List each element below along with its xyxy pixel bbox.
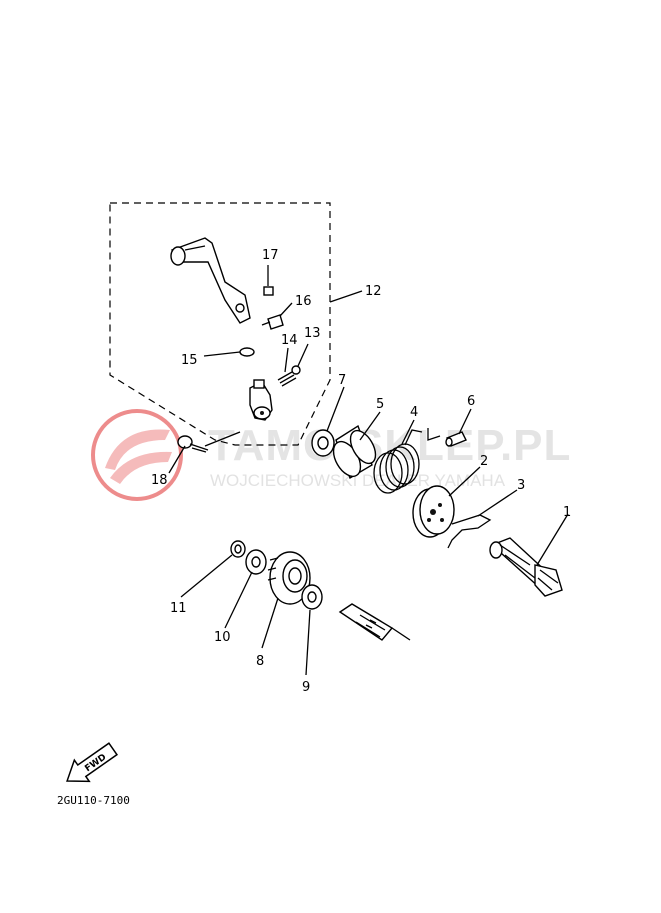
kick-lever bbox=[170, 237, 251, 324]
part-2-ratchet bbox=[412, 485, 455, 538]
part-15-clip bbox=[239, 347, 255, 357]
kick-boss bbox=[249, 379, 273, 421]
part-number-17: 17 bbox=[262, 248, 279, 263]
part-10-washer bbox=[245, 549, 267, 575]
part-13-ball bbox=[291, 365, 301, 375]
part-number-10: 10 bbox=[214, 630, 231, 645]
diagram-code: 2GU110-7100 bbox=[57, 794, 130, 807]
part-numbers: 1 2 3 4 5 6 7 8 9 10 11 12 13 14 15 16 1… bbox=[151, 248, 571, 695]
part-number-6: 6 bbox=[467, 394, 475, 409]
part-number-7: 7 bbox=[338, 373, 346, 388]
part-number-14: 14 bbox=[281, 333, 298, 348]
part-number-4: 4 bbox=[410, 405, 418, 420]
watermark-subtitle: WOJCIECHOWSKI DEALER YAMAHA bbox=[210, 471, 506, 490]
part-11-circlip bbox=[230, 540, 246, 558]
part-8-idle-gear bbox=[267, 551, 311, 605]
part-3-clip bbox=[447, 514, 492, 549]
part-6-pin bbox=[445, 431, 467, 447]
leader-lines bbox=[168, 265, 569, 676]
part-14-spring bbox=[277, 371, 297, 387]
part-number-13: 13 bbox=[304, 326, 321, 341]
part-18-bolt bbox=[177, 435, 209, 453]
assembly-boundary bbox=[109, 202, 331, 446]
part-number-9: 9 bbox=[302, 680, 310, 695]
part-number-18: 18 bbox=[151, 473, 168, 488]
part-number-11: 11 bbox=[170, 601, 187, 616]
shaft-reference bbox=[338, 603, 411, 641]
part-16-bolt bbox=[261, 314, 284, 330]
part-number-16: 16 bbox=[295, 294, 312, 309]
part-number-5: 5 bbox=[376, 397, 384, 412]
part-number-2: 2 bbox=[480, 454, 488, 469]
part-9-washer bbox=[301, 584, 323, 610]
part-1-kick-axle bbox=[489, 537, 563, 597]
watermark-title: TAMO-SKLEP.PL bbox=[208, 421, 571, 470]
part-number-12: 12 bbox=[365, 284, 382, 299]
part-7-washer bbox=[311, 429, 335, 457]
part-4-spring bbox=[373, 428, 441, 494]
watermark: TAMO-SKLEP.PL WOJCIECHOWSKI DEALER YAMAH… bbox=[91, 409, 571, 501]
part-17-nut bbox=[263, 286, 274, 296]
part-number-15: 15 bbox=[181, 353, 198, 368]
fwd-arrow: FWD bbox=[66, 742, 118, 783]
part-5-sleeve bbox=[332, 424, 377, 480]
connector-line-18 bbox=[204, 431, 241, 447]
part-number-8: 8 bbox=[256, 654, 264, 669]
part-number-3: 3 bbox=[517, 478, 525, 493]
part-number-1: 1 bbox=[563, 505, 571, 520]
watermark-logo bbox=[91, 409, 183, 501]
